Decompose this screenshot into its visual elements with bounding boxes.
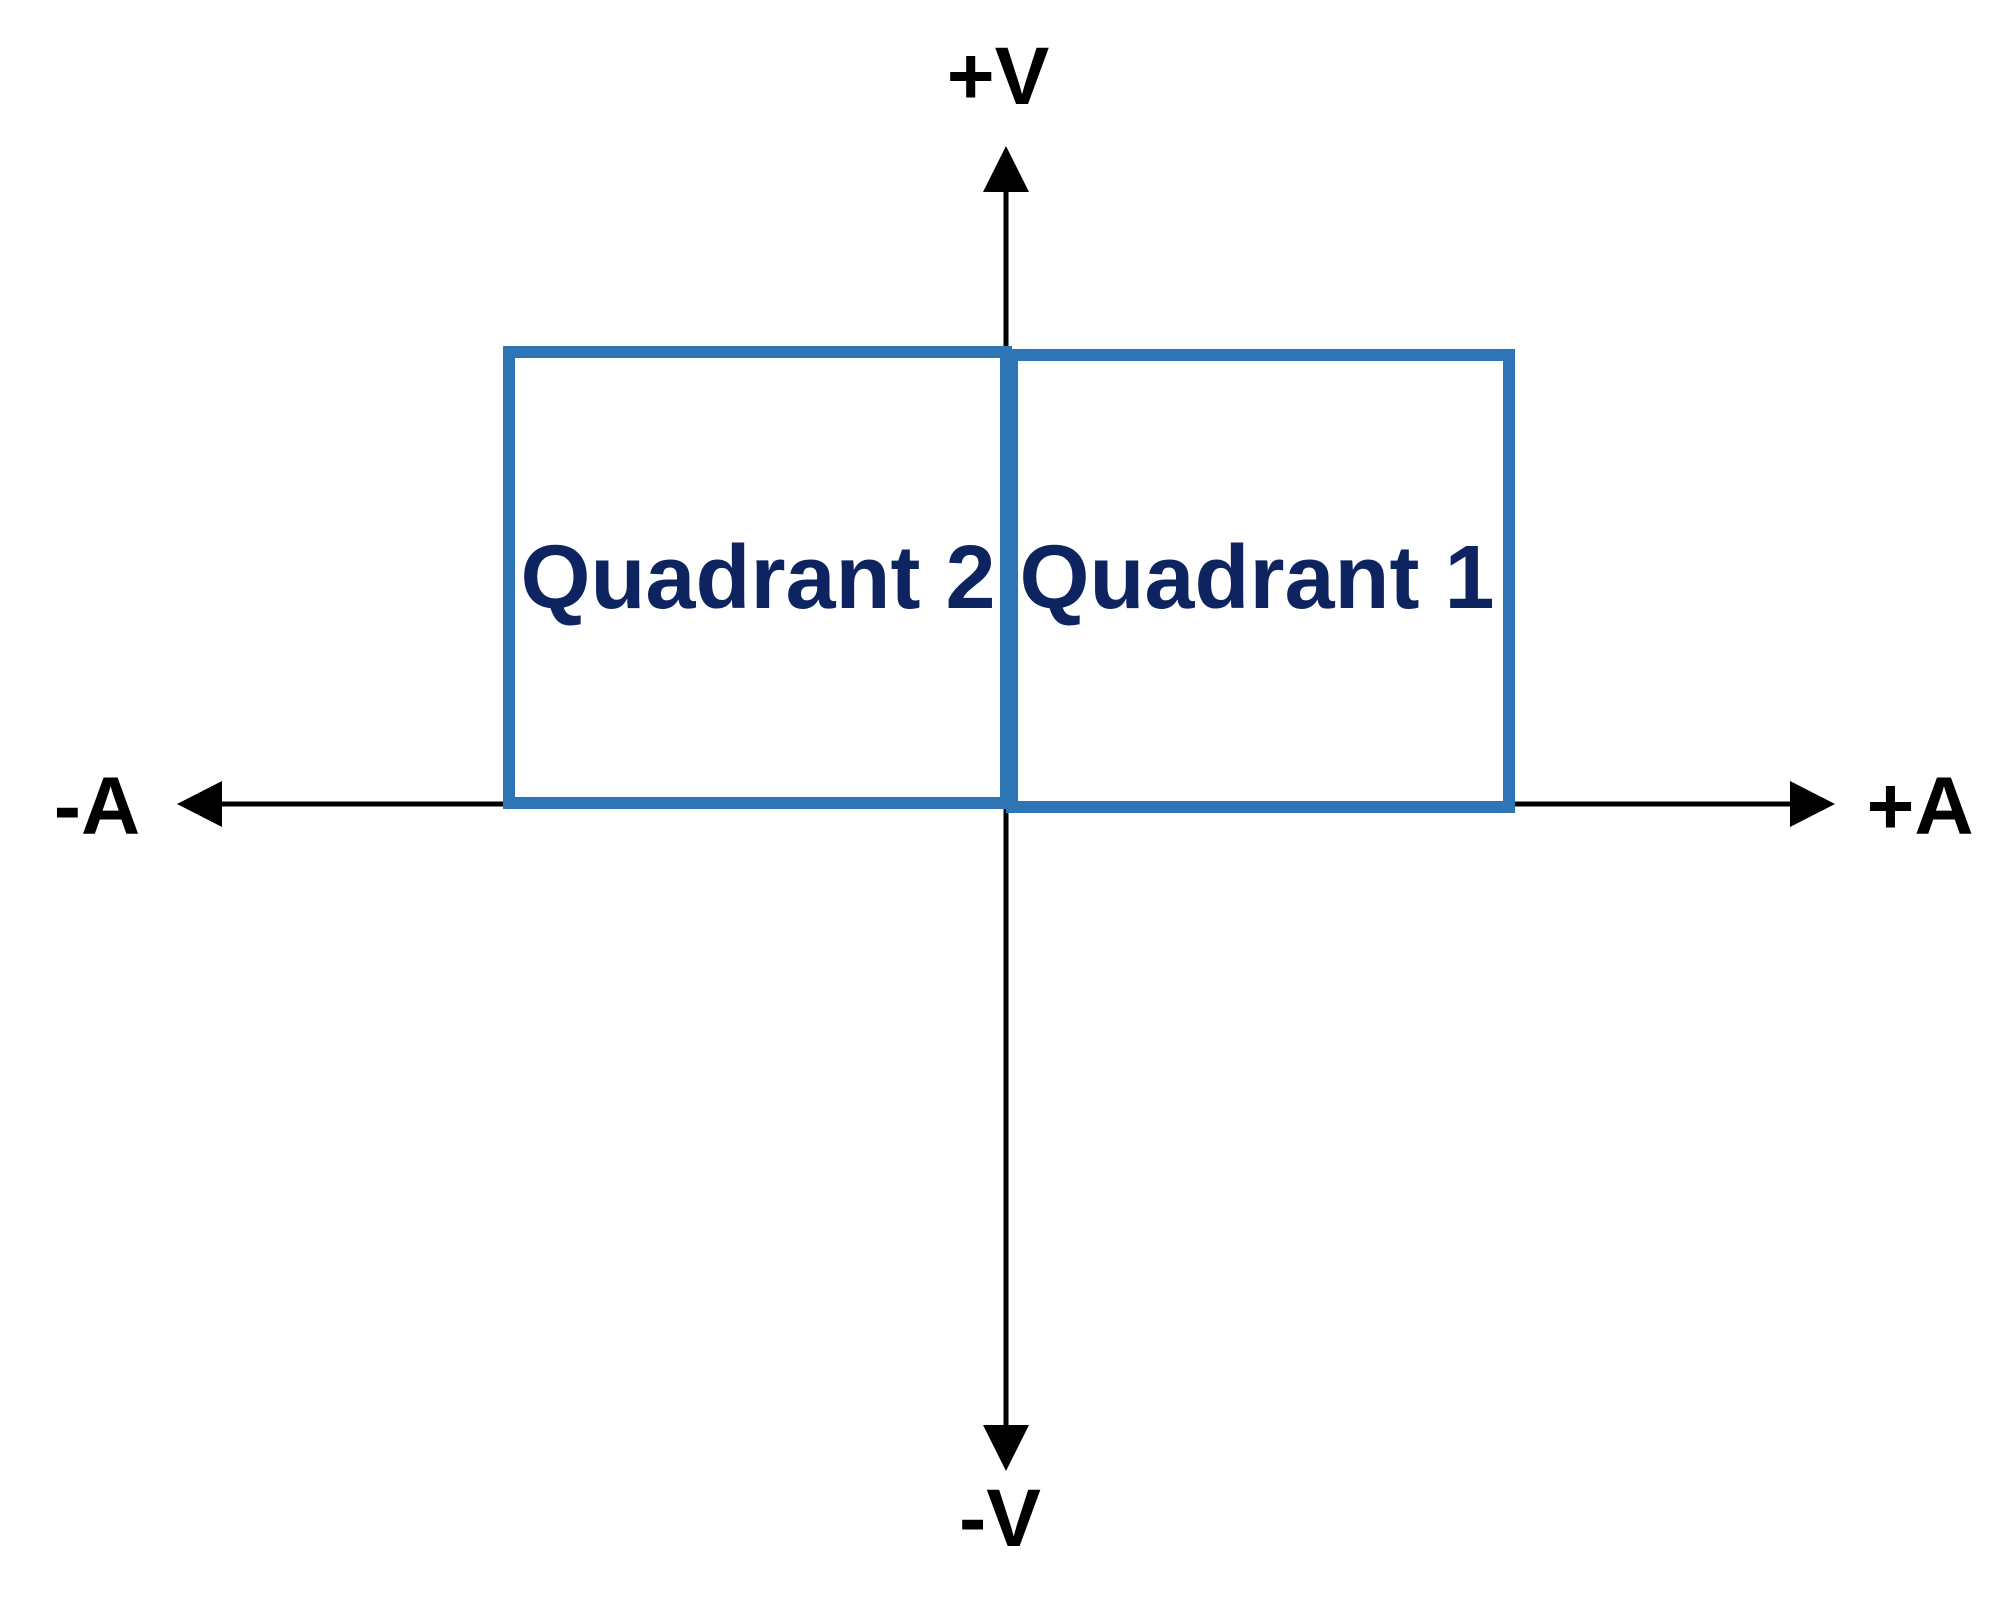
arrow-up-icon: [983, 146, 1029, 192]
axis-label-positive-v: +V: [947, 31, 1050, 122]
arrow-left-icon: [177, 781, 222, 827]
quadrant-2-label: Quadrant 2: [520, 528, 995, 628]
axis-label-negative-v: -V: [959, 1473, 1041, 1564]
axis-label-negative-a: -A: [54, 761, 141, 852]
axis-label-positive-a: +A: [1866, 761, 1973, 852]
quadrant-1-box: [1006, 349, 1515, 813]
arrow-down-icon: [983, 1425, 1029, 1471]
quadrant-1-label: Quadrant 1: [1019, 528, 1494, 628]
arrow-right-icon: [1790, 781, 1835, 827]
